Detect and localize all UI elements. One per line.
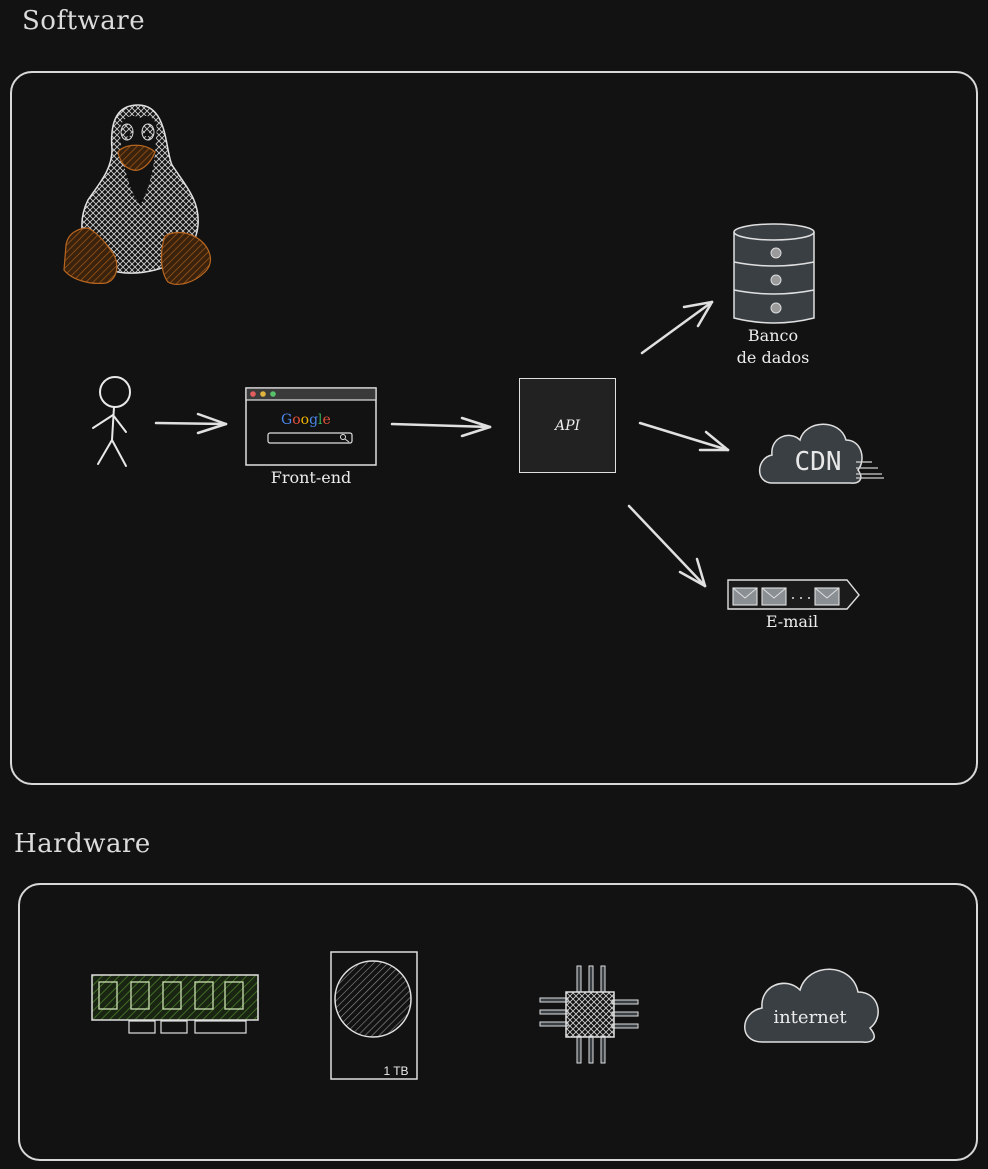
arrow-user-frontend [154, 412, 228, 435]
ram-module-icon [91, 974, 259, 1034]
arrow-api-email [627, 504, 707, 588]
software-frame [10, 71, 978, 785]
svg-text:Google: Google [281, 412, 331, 428]
browser-window-icon: Google [245, 387, 377, 466]
cdn-label: CDN [794, 447, 842, 477]
cloud-icon [744, 968, 879, 1043]
cpu-chip-icon [539, 965, 639, 1064]
internet-label: internet [773, 1007, 847, 1028]
cloud-cdn-icon [758, 423, 884, 484]
database-label: Banco de dados [718, 325, 828, 369]
api-box: API [519, 378, 616, 473]
arrow-api-database [640, 300, 714, 355]
database-icon [733, 223, 815, 324]
arrow-api-cdn [638, 421, 730, 452]
api-label: API [554, 417, 581, 434]
arrow-frontend-api [390, 416, 492, 438]
frontend-label: Front-end [270, 468, 352, 487]
software-heading: Software [22, 6, 146, 36]
email-label: E-mail [765, 612, 819, 631]
email-queue-icon [727, 579, 860, 610]
linux-penguin-icon [63, 104, 212, 285]
hard-disk-icon [330, 951, 418, 1080]
stick-figure-icon [92, 376, 131, 467]
disk-capacity-label: 1 TB [383, 1064, 409, 1078]
database-label-line2: de dados [736, 348, 810, 367]
database-label-line1: Banco [747, 326, 799, 345]
hardware-heading: Hardware [14, 829, 151, 859]
hardware-frame [18, 883, 978, 1161]
